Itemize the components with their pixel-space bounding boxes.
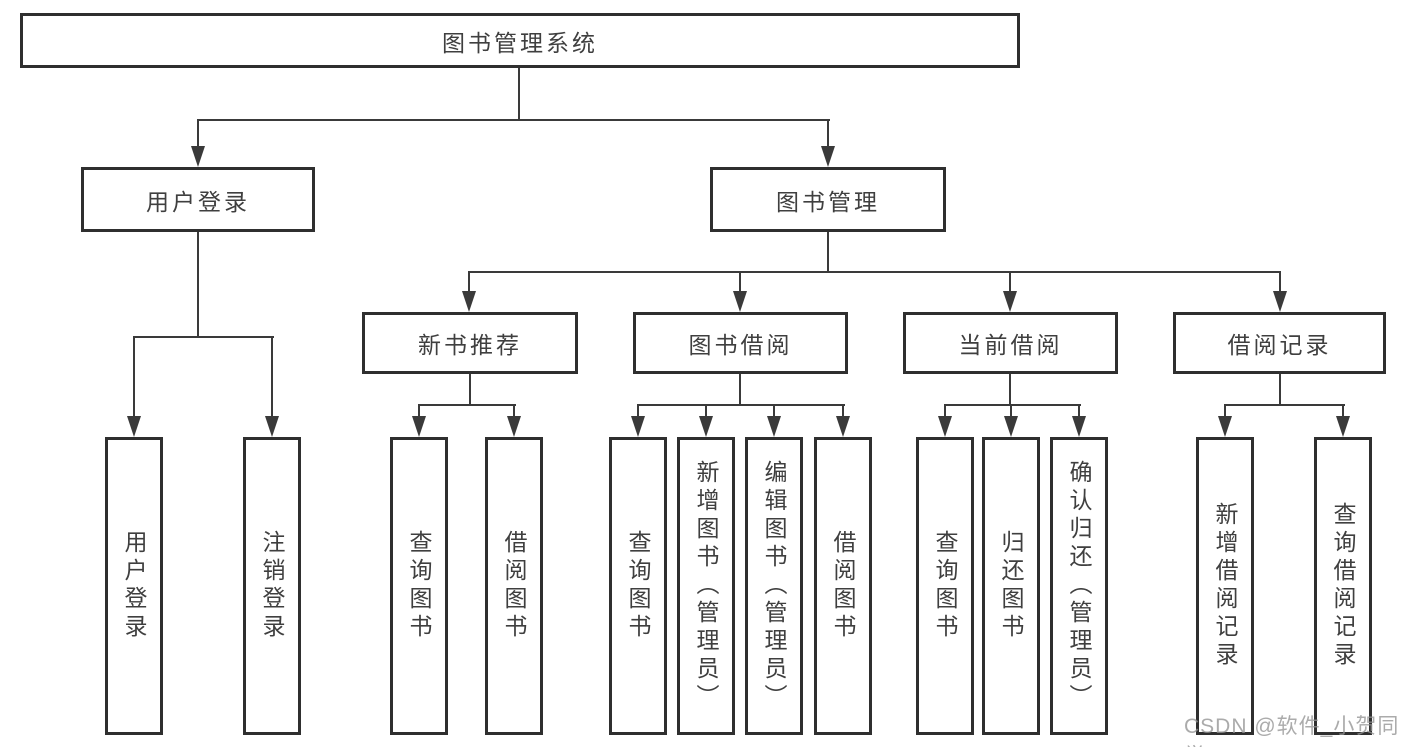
node-leaf-user-login: 用户登录 bbox=[105, 437, 163, 735]
connector-drop bbox=[705, 404, 707, 418]
connector-current-trunk bbox=[1009, 374, 1011, 406]
node-leaf-borrowing-borrow-books: 借阅图书 bbox=[814, 437, 872, 735]
connector-root-trunk bbox=[518, 68, 520, 121]
connector-drop bbox=[1342, 404, 1344, 418]
arrow-down-icon bbox=[412, 416, 426, 437]
connector-recommend-trunk bbox=[469, 374, 471, 406]
node-user-login: 用户登录 bbox=[81, 167, 315, 232]
connector-records-trunk bbox=[1279, 374, 1281, 406]
node-new-book-recommend: 新书推荐 bbox=[362, 312, 578, 374]
connector-drop bbox=[773, 404, 775, 418]
arrow-down-icon bbox=[1004, 416, 1018, 437]
arrow-down-icon bbox=[462, 291, 476, 312]
connector-book-management-trunk bbox=[827, 232, 829, 273]
connector-user-login-branch bbox=[133, 336, 274, 338]
arrow-down-icon bbox=[1273, 291, 1287, 312]
connector-root-branch bbox=[197, 119, 830, 121]
connector-drop bbox=[1078, 404, 1080, 418]
connector-drop-borrowing-records bbox=[1279, 271, 1281, 294]
connector-drop-logout-leaf bbox=[271, 336, 273, 418]
node-leaf-recommend-query-books: 查询图书 bbox=[390, 437, 448, 735]
node-leaf-current-confirm-return-admin: 确认归还（管理员） bbox=[1050, 437, 1108, 735]
arrow-down-icon bbox=[265, 416, 279, 437]
node-leaf-logout: 注销登录 bbox=[243, 437, 301, 735]
arrow-down-icon bbox=[1218, 416, 1232, 437]
connector-book-management-branch bbox=[468, 271, 1281, 273]
connector-recommend-branch bbox=[418, 404, 516, 406]
arrow-down-icon bbox=[938, 416, 952, 437]
arrow-down-icon bbox=[821, 146, 835, 167]
arrow-down-icon bbox=[836, 416, 850, 437]
connector-drop-current-borrowing bbox=[1009, 271, 1011, 294]
csdn-watermark: CSDN @软件_小贺同学 bbox=[1184, 715, 1400, 747]
connector-drop-login-leaf bbox=[133, 336, 135, 418]
node-leaf-borrowing-add-books-admin: 新增图书（管理员） bbox=[677, 437, 735, 735]
node-leaf-current-query-books: 查询图书 bbox=[916, 437, 974, 735]
arrow-down-icon bbox=[733, 291, 747, 312]
node-book-borrowing: 图书借阅 bbox=[633, 312, 848, 374]
node-leaf-borrowing-edit-books-admin: 编辑图书（管理员） bbox=[745, 437, 803, 735]
connector-drop-user-login bbox=[197, 119, 199, 148]
connector-borrowing-branch bbox=[637, 404, 845, 406]
connector-records-branch bbox=[1224, 404, 1345, 406]
connector-drop bbox=[513, 404, 515, 418]
node-leaf-records-query-record: 查询借阅记录 bbox=[1314, 437, 1372, 735]
connector-drop bbox=[944, 404, 946, 418]
arrow-down-icon bbox=[127, 416, 141, 437]
node-current-borrowing: 当前借阅 bbox=[903, 312, 1118, 374]
arrow-down-icon bbox=[631, 416, 645, 437]
node-root: 图书管理系统 bbox=[20, 13, 1020, 68]
connector-borrowing-trunk bbox=[739, 374, 741, 406]
arrow-down-icon bbox=[1003, 291, 1017, 312]
arrow-down-icon bbox=[1072, 416, 1086, 437]
arrow-down-icon bbox=[507, 416, 521, 437]
connector-drop-book-management bbox=[827, 119, 829, 148]
arrow-down-icon bbox=[1336, 416, 1350, 437]
connector-drop-new-book-recommend bbox=[468, 271, 470, 294]
node-leaf-recommend-borrow-books: 借阅图书 bbox=[485, 437, 543, 735]
node-leaf-current-return-books: 归还图书 bbox=[982, 437, 1040, 735]
node-leaf-records-add-record: 新增借阅记录 bbox=[1196, 437, 1254, 735]
node-leaf-borrowing-query-books: 查询图书 bbox=[609, 437, 667, 735]
arrow-down-icon bbox=[699, 416, 713, 437]
arrow-down-icon bbox=[767, 416, 781, 437]
connector-drop bbox=[1224, 404, 1226, 418]
connector-drop bbox=[637, 404, 639, 418]
connector-current-branch bbox=[944, 404, 1081, 406]
connector-drop bbox=[842, 404, 844, 418]
node-borrowing-records: 借阅记录 bbox=[1173, 312, 1386, 374]
connector-drop bbox=[1010, 404, 1012, 418]
connector-user-login-trunk bbox=[197, 232, 199, 338]
arrow-down-icon bbox=[191, 146, 205, 167]
connector-drop bbox=[418, 404, 420, 418]
node-book-management: 图书管理 bbox=[710, 167, 946, 232]
connector-drop-book-borrowing bbox=[739, 271, 741, 294]
